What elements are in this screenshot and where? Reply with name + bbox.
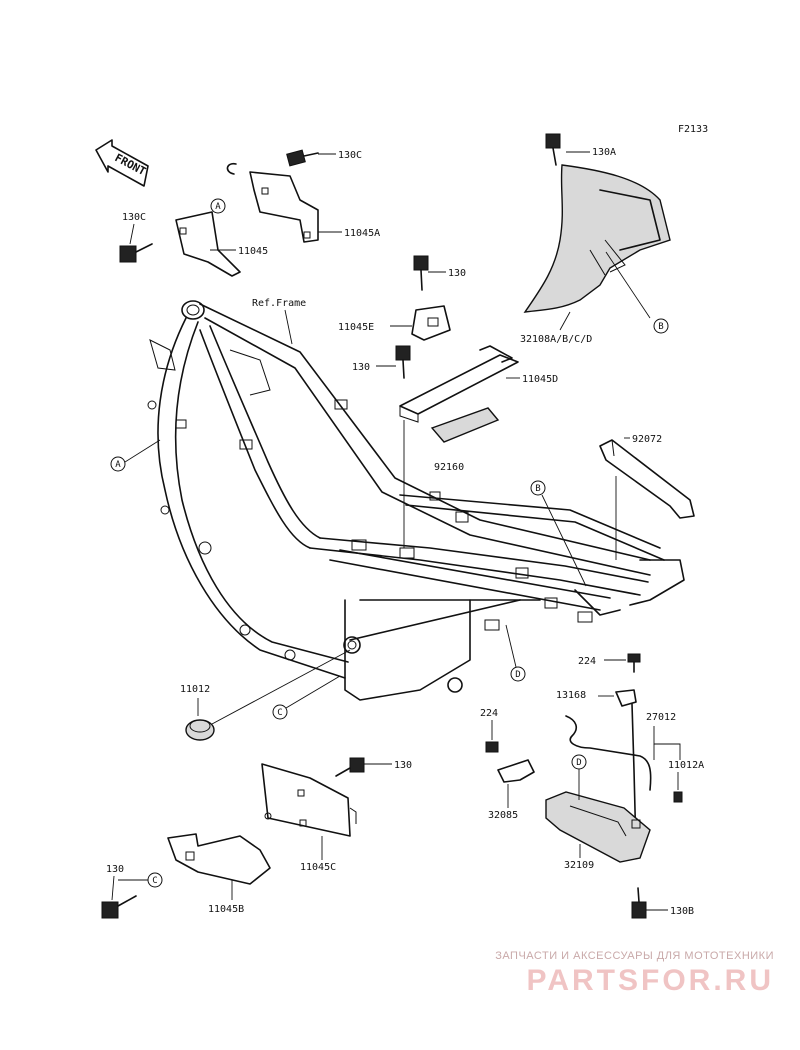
clip-13168 <box>615 689 637 707</box>
label-130c-left: 130C <box>122 212 146 223</box>
bolt-130a-icon <box>545 133 561 166</box>
label-11045e: 11045E <box>338 322 374 333</box>
bracket-32085 <box>497 759 535 783</box>
label-27012: 27012 <box>646 712 676 723</box>
rear-cover-32108 <box>523 164 671 313</box>
label-32085: 32085 <box>488 810 518 821</box>
bolt-130c-top-icon <box>286 149 319 167</box>
label-11045: 11045 <box>238 246 268 257</box>
grommet-11012 <box>185 719 215 741</box>
label-130b: 130B <box>670 906 694 917</box>
label-13168: 13168 <box>556 690 586 701</box>
label-32109: 32109 <box>564 860 594 871</box>
tray-32109 <box>545 791 651 863</box>
svg-text:C: C <box>152 876 157 886</box>
svg-text:D: D <box>515 670 520 680</box>
bolt-130b-icon <box>631 887 647 919</box>
watermark-tagline: ЗАПЧАСТИ И АКСЕССУАРЫ ДЛЯ МОТОТЕХНИКИ <box>495 950 774 962</box>
label-11012a: 11012A <box>668 760 704 771</box>
plate-11045d <box>399 345 519 423</box>
callout-c-bracket: C <box>147 872 163 888</box>
plate-11045c <box>261 763 357 837</box>
label-92072: 92072 <box>632 434 662 445</box>
bolt-130-mid-icon <box>413 255 429 291</box>
bracket-11045 <box>175 211 241 277</box>
bracket-11045a <box>226 162 319 243</box>
bolt-130-bl-icon <box>101 895 137 919</box>
main-frame <box>147 300 685 701</box>
bracket-11045b <box>167 833 271 885</box>
watermark-brand: PARTSFOR.RU <box>526 964 774 997</box>
front-arrow-icon: FRONT <box>95 139 149 187</box>
bracket-11045e <box>411 305 451 341</box>
label-130-mid2: 130 <box>352 362 370 373</box>
bolt-224-mid-icon <box>485 741 499 753</box>
label-130a: 130A <box>592 147 616 158</box>
frame-label: Ref.Frame <box>252 298 306 309</box>
label-224-mid: 224 <box>480 708 498 719</box>
callout-b-top: B <box>653 318 669 334</box>
front-arrow-label: FRONT <box>113 151 149 178</box>
svg-text:A: A <box>115 460 121 470</box>
plug-11012a <box>673 791 683 803</box>
label-11012: 11012 <box>180 684 210 695</box>
label-92160: 92160 <box>434 462 464 473</box>
label-130-mid: 130 <box>448 268 466 279</box>
label-11045a: 11045A <box>344 228 380 239</box>
pad-92160 <box>430 407 500 443</box>
bolt-130c-left-icon <box>119 243 153 263</box>
callout-d-tray: D <box>571 754 587 770</box>
svg-text:B: B <box>535 484 540 494</box>
bolt-130-low-icon <box>335 757 365 777</box>
bolt-224-right-icon <box>627 653 641 673</box>
label-11045c: 11045C <box>300 862 336 873</box>
callout-d-frame: D <box>510 666 526 682</box>
label-11045d: 11045D <box>522 374 558 385</box>
label-11045b: 11045B <box>208 904 244 915</box>
label-224-right: 224 <box>578 656 596 667</box>
strap-92072 <box>599 439 695 519</box>
callout-a-top: A <box>210 198 226 214</box>
label-130-bl: 130 <box>106 864 124 875</box>
label-32108: 32108A/B/C/D <box>520 334 592 345</box>
svg-text:B: B <box>658 322 663 332</box>
label-130c-top: 130C <box>338 150 362 161</box>
svg-text:A: A <box>215 202 221 212</box>
svg-text:C: C <box>277 708 282 718</box>
bolt-130-mid2-icon <box>395 345 411 379</box>
label-130-low: 130 <box>394 760 412 771</box>
callout-a-left: A <box>110 456 126 472</box>
figure-code: F2133 <box>678 124 708 135</box>
svg-text:D: D <box>576 758 581 768</box>
callout-b-frame: B <box>530 480 546 496</box>
callout-c-frame: C <box>272 704 288 720</box>
